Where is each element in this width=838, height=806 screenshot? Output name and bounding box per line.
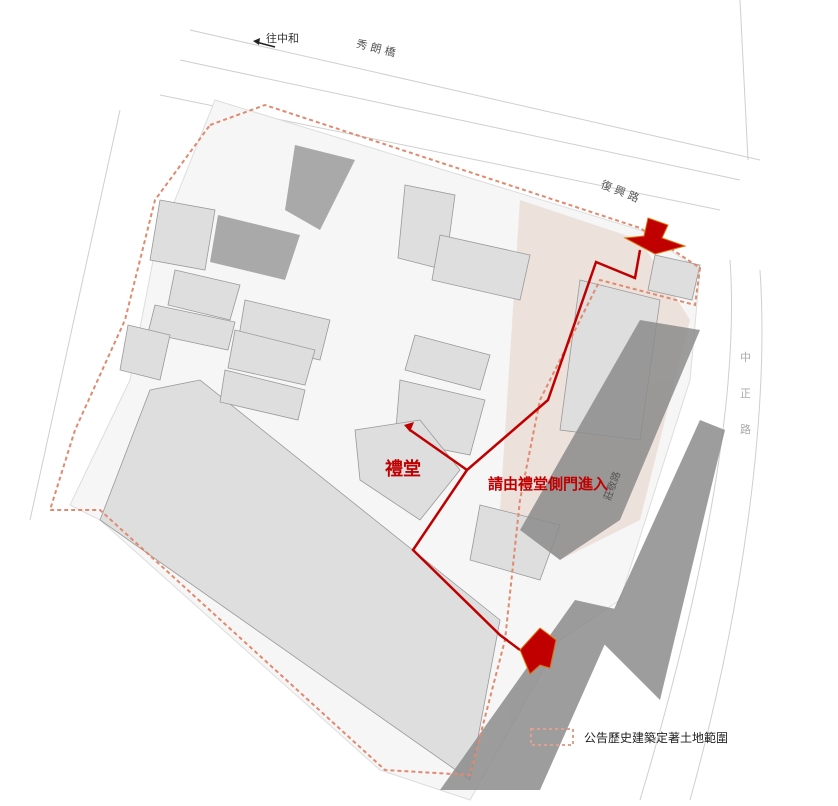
dark-areas: [440, 320, 725, 790]
auditorium-label: 禮堂: [385, 459, 421, 480]
legend-boundary-swatch: [530, 728, 574, 746]
north-entrance-arrow-icon: [623, 217, 687, 255]
route-to-auditorium: [409, 428, 468, 472]
direction-label: 往中和: [266, 32, 299, 45]
route-pointer-icon: [404, 422, 414, 432]
south-entrance-arrow-icon: [519, 627, 557, 675]
entrance-route: [411, 249, 642, 651]
legend-boundary-label: 公告歷史建築定著土地範圍: [584, 731, 729, 745]
direction-arrowhead-icon: [253, 38, 260, 45]
east-road-label: 中 正 路: [740, 351, 751, 436]
hatched-roofs: [210, 145, 355, 280]
entrance-note: 請由禮堂側門進入: [488, 475, 609, 493]
